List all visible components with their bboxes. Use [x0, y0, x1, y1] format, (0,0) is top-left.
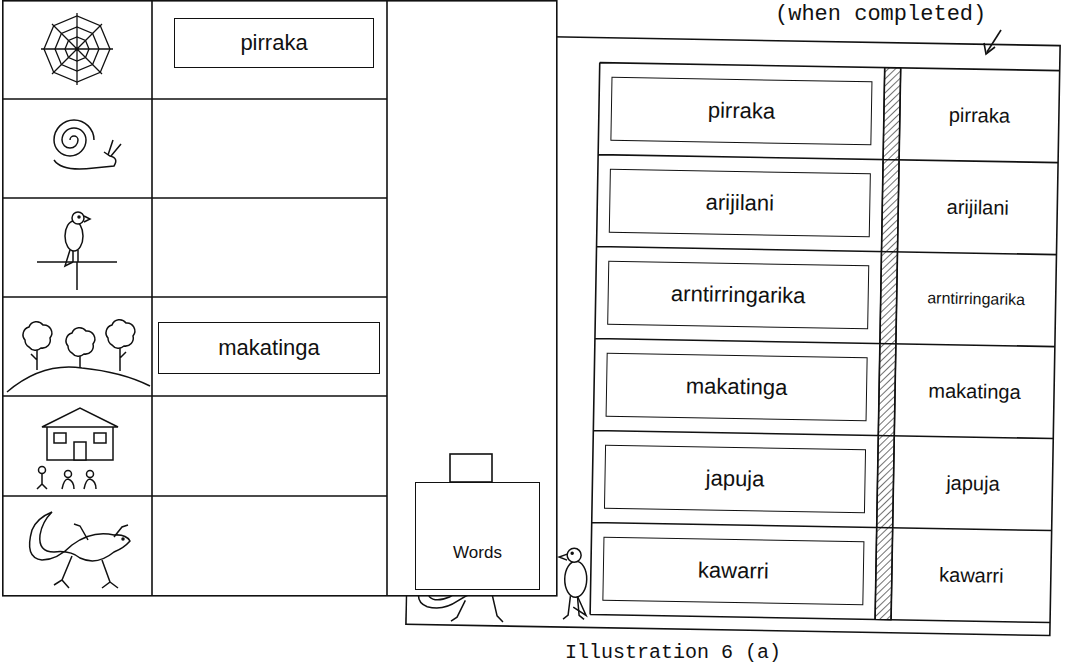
pointer-arrow — [984, 43, 995, 54]
word-cell: japuja — [893, 436, 1054, 531]
word-text: arntirringarika — [671, 281, 806, 310]
table-lines — [2, 0, 387, 596]
word-text: japuja — [946, 471, 1000, 496]
figure-caption: Illustration 6 (a) — [565, 641, 781, 664]
word-cell: kawarri — [891, 528, 1052, 623]
trees-picture — [7, 367, 150, 392]
house-picture — [65, 471, 72, 478]
word-card: kawarri — [602, 537, 864, 606]
word-card: arijilani — [609, 169, 871, 238]
bird-picture — [72, 212, 84, 224]
lizard-picture — [30, 512, 130, 588]
word-text: Words — [453, 543, 502, 563]
house-picture — [87, 471, 94, 478]
pocket-tab — [450, 454, 492, 482]
house-picture — [74, 442, 86, 460]
word-cell: arntirringarika — [896, 252, 1057, 347]
word-pocket: Words — [415, 482, 540, 590]
bird-picture — [37, 212, 117, 290]
bird-picture — [559, 554, 567, 560]
house-picture — [37, 474, 47, 489]
bird-picture — [73, 250, 78, 262]
word-cell: makatinga — [894, 344, 1055, 439]
bird-picture — [558, 548, 587, 619]
word-text: kawarri — [698, 557, 769, 585]
house-picture — [47, 426, 113, 460]
house-picture — [54, 433, 66, 443]
spider-web-picture — [41, 13, 113, 85]
bird-picture — [564, 561, 587, 597]
bird-picture — [84, 216, 90, 222]
note-text: (when completed) — [775, 2, 986, 27]
pointer-arrow — [984, 30, 1001, 54]
bird-picture — [37, 262, 117, 290]
lizard-picture — [54, 524, 128, 588]
word-text: arijilani — [946, 195, 1009, 220]
snail-picture — [108, 140, 121, 156]
trees-picture — [66, 328, 95, 357]
trees-picture — [106, 320, 135, 349]
trees-picture — [7, 320, 150, 392]
word-text: pirraka — [949, 103, 1011, 128]
bird-picture — [573, 596, 586, 615]
word-card: pirraka — [174, 18, 374, 68]
word-card: arntirringarika — [607, 261, 869, 330]
word-cell: arijilani — [897, 160, 1058, 255]
word-text: arijilani — [705, 189, 774, 217]
sheet-outline — [3, 1, 557, 596]
word-card: pirraka — [610, 77, 872, 146]
spider-web-picture — [55, 27, 99, 71]
snail-picture — [54, 120, 121, 169]
pointer-arrow — [987, 30, 1001, 52]
word-card: makatinga — [606, 353, 868, 422]
snail-picture — [54, 152, 116, 169]
bird-picture — [563, 596, 584, 619]
hatched-fold — [875, 68, 901, 620]
sheet-outline — [3, 1, 557, 596]
word-text: pirraka — [240, 30, 307, 56]
spider-web-picture — [65, 37, 89, 61]
blank-worksheet: pirraka makatingaWords — [2, 0, 558, 597]
word-card: makatinga — [158, 322, 380, 374]
trees-picture — [23, 322, 52, 351]
house-picture — [39, 467, 46, 474]
table-lines — [2, 0, 387, 596]
word-card: japuja — [604, 445, 866, 514]
bird-picture — [567, 548, 581, 562]
word-cell: pirraka — [899, 68, 1060, 163]
house-picture — [84, 479, 96, 489]
bird-picture — [78, 216, 80, 218]
house-picture — [42, 408, 118, 427]
word-text: arntirringarika — [927, 289, 1025, 310]
word-text: japuja — [705, 465, 764, 492]
house-picture — [94, 433, 106, 443]
snail-picture — [54, 120, 94, 156]
house-picture — [62, 479, 74, 489]
word-text: makatinga — [686, 373, 788, 401]
hatched-fold — [875, 68, 901, 620]
word-text: kawarri — [939, 563, 1004, 588]
lizard-picture — [122, 538, 124, 540]
pocket-tab — [450, 454, 492, 482]
bird-picture — [65, 250, 73, 266]
bird-picture — [65, 221, 83, 251]
table-lines — [590, 63, 1060, 623]
word-text: makatinga — [928, 378, 1021, 404]
word-text: pirraka — [708, 97, 776, 125]
table-lines — [590, 63, 1060, 623]
house-picture — [37, 408, 118, 489]
spider-web-picture — [41, 13, 113, 85]
spider-web-picture — [44, 16, 110, 82]
word-text: makatinga — [218, 335, 320, 361]
bird-picture — [571, 552, 573, 554]
